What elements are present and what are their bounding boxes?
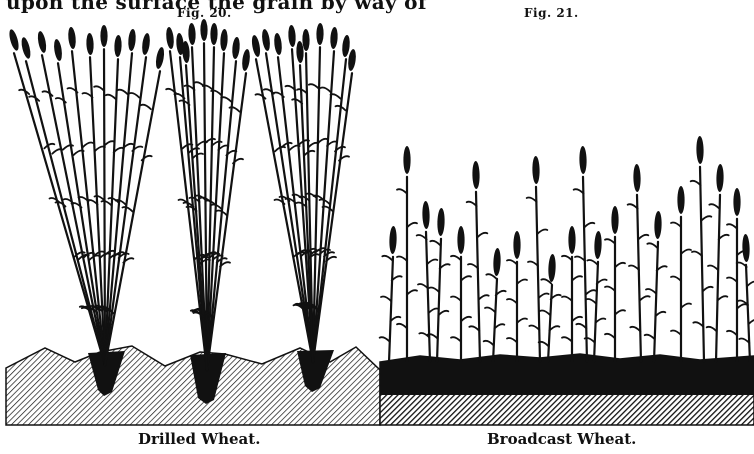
broadcast-wheat-caption: Broadcast Wheat. — [487, 430, 636, 448]
broadcast-stalk-10 — [539, 254, 561, 362]
broadcast-stalk-18 — [691, 136, 713, 362]
broadcast-stalk-8 — [507, 231, 527, 362]
broadcast-stalk-12 — [574, 146, 596, 362]
broadcast-stalk-19 — [707, 164, 729, 362]
broadcast-stalk-3 — [417, 201, 439, 362]
drilled-stalk-1-3 — [36, 31, 105, 365]
broadcast-stalk-1 — [380, 226, 402, 362]
broadcast-stalk-14 — [605, 206, 625, 362]
broadcast-soil — [380, 354, 754, 425]
broadcast-stalk-9 — [527, 156, 549, 362]
broadcast-stalk-2 — [397, 146, 417, 362]
broadcast-stalk-16 — [645, 211, 667, 362]
broadcast-stalk-13 — [585, 231, 607, 362]
broadcast-stalk-17 — [671, 186, 691, 362]
drilled-soil — [6, 346, 380, 425]
broadcast-wheat-stalks — [380, 136, 754, 362]
broadcast-stalk-7 — [484, 248, 506, 362]
broadcast-stalk-6 — [467, 161, 489, 362]
drilled-wheat-stalks — [8, 19, 357, 370]
broadcast-stalk-20 — [727, 188, 747, 362]
drilled-wheat-caption: Drilled Wheat. — [138, 430, 260, 448]
broadcast-stalk-4 — [428, 208, 450, 362]
broadcast-stalk-15 — [628, 164, 650, 362]
broadcast-stalk-5 — [451, 226, 471, 362]
broadcast-stalk-11 — [562, 226, 582, 362]
